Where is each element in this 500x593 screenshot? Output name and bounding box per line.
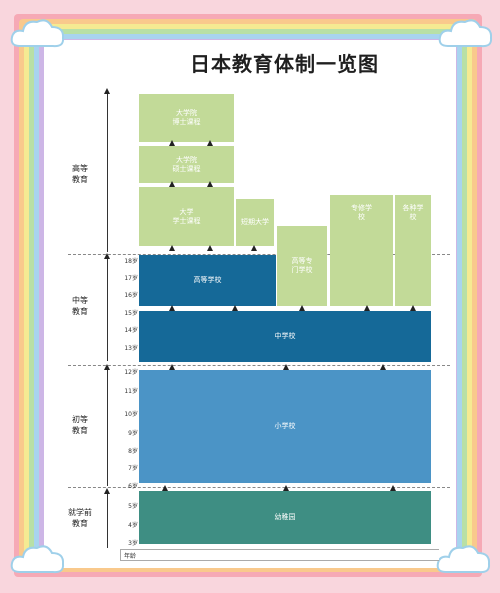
arrow-up-icon xyxy=(169,181,175,187)
block-label: 幼稚园 xyxy=(274,513,296,521)
block-label: 大学 学士课程 xyxy=(172,207,201,225)
block-junior-college: 短期大学 xyxy=(236,199,274,246)
block-misc-school: 各种学 校 xyxy=(395,195,431,306)
arrow-up-icon xyxy=(251,245,257,251)
age-label: 10岁 xyxy=(124,411,138,418)
cloud-icon xyxy=(10,545,65,574)
arrow-up-icon xyxy=(104,364,110,370)
block-label: 各种学 校 xyxy=(402,203,424,221)
arrow-up-icon xyxy=(104,253,110,259)
block-label: 短期大学 xyxy=(241,218,269,226)
age-label: 9岁 xyxy=(128,430,138,437)
age-axis-label: 年龄 xyxy=(124,553,137,560)
block-label: 高等学校 xyxy=(193,276,222,284)
cloud-icon xyxy=(10,19,65,48)
arrow-up-icon xyxy=(207,245,213,251)
age-label: 8岁 xyxy=(128,448,138,455)
stage-label-preschool: 就学前 教育 xyxy=(68,508,92,528)
stage-line-higher xyxy=(107,92,108,252)
stage-label-secondary: 中等 教育 xyxy=(72,296,88,316)
age-label: 14岁 xyxy=(124,327,138,334)
block-high-school: 高等学校 xyxy=(139,255,276,306)
arrow-up-icon xyxy=(104,88,110,94)
arrow-up-icon xyxy=(207,181,213,187)
cloud-icon xyxy=(436,545,491,574)
block-kindergarten: 幼稚园 xyxy=(139,491,431,544)
block-label: 专修学 校 xyxy=(351,203,372,221)
age-label: 16岁 xyxy=(124,292,138,299)
stage-line-secondary xyxy=(107,257,108,361)
age-label: 3岁 xyxy=(128,540,138,547)
age-label: 18岁 xyxy=(124,258,138,265)
age-label: 4岁 xyxy=(128,522,138,529)
arrow-up-icon xyxy=(364,305,370,311)
cloud-icon xyxy=(438,19,493,48)
block-label: 大学院 博士课程 xyxy=(172,109,201,126)
age-label: 6岁 xyxy=(128,483,138,490)
age-label: 5岁 xyxy=(128,503,138,510)
divider xyxy=(68,365,450,366)
arrow-up-icon xyxy=(162,485,168,491)
block-label: 高等专 门学校 xyxy=(291,257,313,274)
block-specialized-school: 专修学 校 xyxy=(330,195,393,306)
block-phd: 大学院 博士课程 xyxy=(139,94,234,142)
block-label: 大学院 硕士课程 xyxy=(172,155,201,173)
arrow-up-icon xyxy=(283,485,289,491)
arrow-up-icon xyxy=(104,488,110,494)
arrow-up-icon xyxy=(232,305,238,311)
stage-label-primary: 初等 教育 xyxy=(72,415,88,435)
block-bachelor: 大学 学士课程 xyxy=(139,187,234,246)
age-label: 12岁 xyxy=(124,369,138,376)
block-master: 大学院 硕士课程 xyxy=(139,146,234,183)
block-elementary-school: 小学校 xyxy=(139,370,431,483)
age-label: 13岁 xyxy=(124,345,138,352)
stage-label-higher: 高等 教育 xyxy=(72,164,88,184)
arrow-up-icon xyxy=(169,245,175,251)
arrow-up-icon xyxy=(169,364,175,370)
divider xyxy=(68,254,450,255)
block-label: 小学校 xyxy=(274,422,296,430)
age-label: 7岁 xyxy=(128,465,138,472)
age-axis xyxy=(120,549,439,561)
arrow-up-icon xyxy=(299,305,305,311)
block-technical-college: 高等专 门学校 xyxy=(277,226,327,306)
arrow-up-icon xyxy=(169,305,175,311)
age-label: 11岁 xyxy=(124,388,138,395)
divider xyxy=(68,487,450,488)
age-label: 17岁 xyxy=(124,275,138,282)
page-title: 日本教育体制一览图 xyxy=(190,52,379,76)
arrow-up-icon xyxy=(380,364,386,370)
stage-line-primary xyxy=(107,368,108,486)
arrow-up-icon xyxy=(207,140,213,146)
arrow-up-icon xyxy=(390,485,396,491)
stage-line-preschool xyxy=(107,492,108,548)
block-middle-school: 中学校 xyxy=(139,311,431,362)
arrow-up-icon xyxy=(283,364,289,370)
arrow-up-icon xyxy=(169,140,175,146)
block-label: 中学校 xyxy=(274,332,296,340)
arrow-up-icon xyxy=(410,305,416,311)
age-label: 15岁 xyxy=(124,310,138,317)
